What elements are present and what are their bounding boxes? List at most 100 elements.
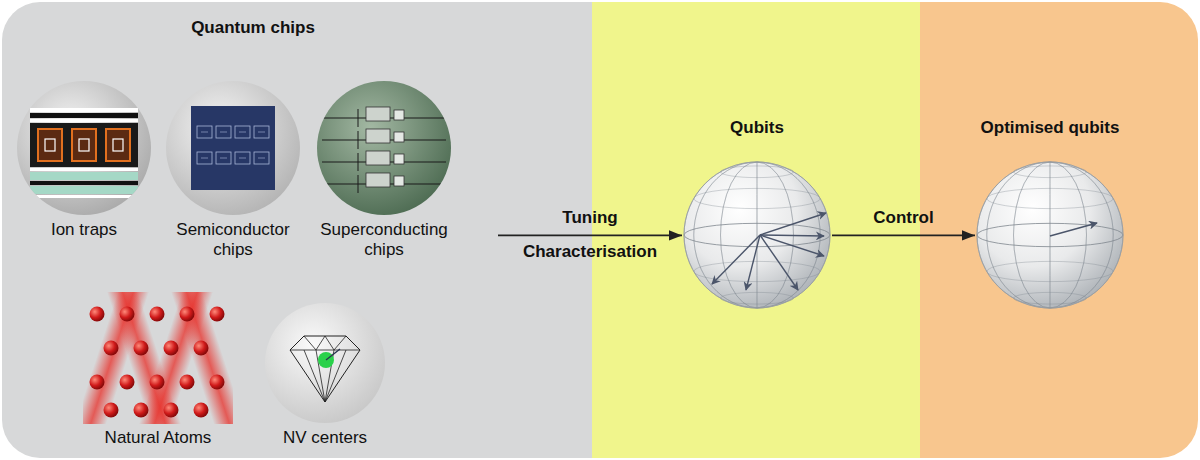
art-part xyxy=(134,403,149,418)
art-part xyxy=(216,152,231,164)
art-part xyxy=(194,403,209,418)
art-part xyxy=(366,129,390,143)
art-part xyxy=(977,162,1123,308)
chip-label: Semiconductor chips xyxy=(158,220,308,261)
art-part xyxy=(684,162,830,308)
art-part xyxy=(150,375,165,390)
chip-illustration xyxy=(316,80,452,216)
art-part xyxy=(30,168,138,171)
edge-label: Tuning xyxy=(562,208,617,228)
art-part xyxy=(694,262,820,282)
art-part xyxy=(120,307,135,322)
art-part xyxy=(977,224,1123,247)
art-part xyxy=(79,139,89,151)
chip-illustration xyxy=(16,80,152,216)
art-part xyxy=(72,129,96,161)
art-part xyxy=(30,108,138,112)
chip-disk xyxy=(17,81,151,215)
chip-disk xyxy=(317,81,451,215)
art-part xyxy=(30,123,138,167)
qubit-node: Optimised qubits xyxy=(975,118,1125,310)
art-part xyxy=(326,349,340,360)
art-part xyxy=(977,162,1123,308)
art-part xyxy=(254,152,269,164)
art-part xyxy=(366,107,390,121)
art-part xyxy=(197,126,212,138)
art-part xyxy=(220,132,227,133)
art-part xyxy=(694,189,820,209)
edge-label: Control xyxy=(873,208,933,228)
art-part xyxy=(322,107,446,193)
art-part xyxy=(394,110,404,120)
bloch-sphere xyxy=(977,162,1123,308)
bloch-sphere-figure xyxy=(682,160,832,310)
art-part xyxy=(104,403,119,418)
art-part xyxy=(987,189,1113,209)
sphere-heading: Optimised qubits xyxy=(981,118,1120,138)
art-part xyxy=(235,152,250,164)
art-part xyxy=(45,139,55,151)
art-part xyxy=(760,235,798,290)
art-part xyxy=(684,224,830,247)
art-part xyxy=(201,132,208,133)
chip-illustration xyxy=(165,80,301,216)
art-part xyxy=(235,126,250,138)
art-part xyxy=(290,336,360,402)
art-part xyxy=(394,154,404,164)
art-part xyxy=(334,336,346,350)
chip-illustration xyxy=(264,302,386,424)
art-part xyxy=(30,181,138,185)
art-part xyxy=(325,336,334,350)
art-part xyxy=(164,403,179,418)
art-part xyxy=(194,341,209,356)
art-part xyxy=(258,158,265,159)
art-part xyxy=(201,158,208,159)
art-part xyxy=(150,307,165,322)
art-part xyxy=(191,106,275,190)
qubit-node: Qubits xyxy=(682,118,832,310)
art-part xyxy=(358,153,359,171)
art-part xyxy=(325,350,346,402)
art-part xyxy=(104,341,119,356)
art-part xyxy=(30,186,138,194)
art-part xyxy=(254,126,269,138)
art-part xyxy=(316,336,325,350)
art-part xyxy=(304,336,316,350)
art-part xyxy=(90,307,105,322)
sphere-heading: Qubits xyxy=(730,118,784,138)
chip-node: Semiconductor chips xyxy=(158,80,308,261)
art-part xyxy=(987,162,1113,308)
art-part xyxy=(258,132,265,133)
art-part xyxy=(757,162,758,308)
art-part xyxy=(760,213,826,235)
art-part xyxy=(358,109,359,127)
art-part xyxy=(1050,223,1097,236)
art-part xyxy=(290,350,360,351)
chip-group: Quantum chipsIon trapsSemiconductor chip… xyxy=(8,6,498,454)
qubits-band xyxy=(592,2,920,458)
art-part xyxy=(197,152,212,164)
chip-node: Superconducting chips xyxy=(309,80,459,261)
art-part xyxy=(684,162,830,308)
art-part xyxy=(358,131,359,149)
chip-disk xyxy=(265,303,385,423)
art-part xyxy=(987,162,1113,308)
art-part xyxy=(30,119,138,122)
flow-arrow xyxy=(498,235,682,237)
art-part xyxy=(30,113,138,118)
flow-arrow xyxy=(832,235,975,237)
art-part xyxy=(30,172,138,180)
art-part xyxy=(1014,162,1087,308)
chips-band xyxy=(2,2,592,458)
art-part xyxy=(191,106,275,190)
group-heading: Quantum chips xyxy=(8,6,498,38)
chip-disk xyxy=(166,81,300,215)
chip-illustration xyxy=(83,292,233,424)
art-part xyxy=(180,307,195,322)
step-label: Characterisation xyxy=(523,242,657,262)
chip-node: Ion traps xyxy=(9,80,159,240)
art-part xyxy=(760,235,824,256)
art-part xyxy=(170,292,233,424)
art-part xyxy=(216,126,231,138)
art-part xyxy=(164,341,179,356)
